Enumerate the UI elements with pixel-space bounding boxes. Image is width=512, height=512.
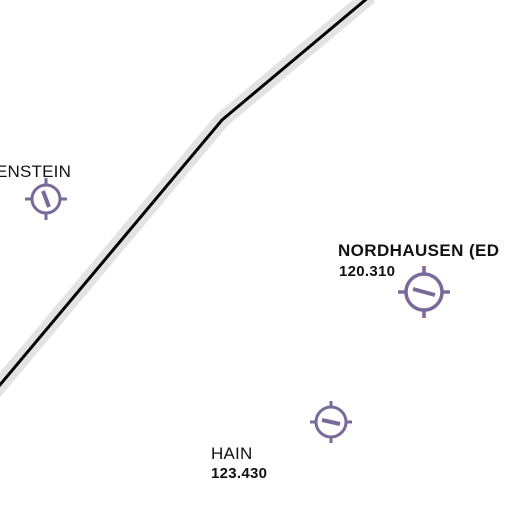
boundary-stroke [0, 0, 368, 388]
airfield-icon[interactable] [25, 178, 67, 220]
airfield-frequency-nordhausen: 120.310 [339, 263, 396, 280]
airfield-frequency-hain: 123.430 [211, 465, 268, 482]
airfield-name-hain: HAIN [211, 444, 253, 463]
airfield-name-left: ENSTEIN [0, 162, 72, 181]
boundary-casing [0, 0, 376, 398]
airfield-icon[interactable] [398, 266, 450, 318]
airfield-icon[interactable] [310, 401, 352, 443]
boundary-line [0, 0, 376, 398]
airfield-name-nordhausen: NORDHAUSEN (ED [338, 241, 500, 260]
